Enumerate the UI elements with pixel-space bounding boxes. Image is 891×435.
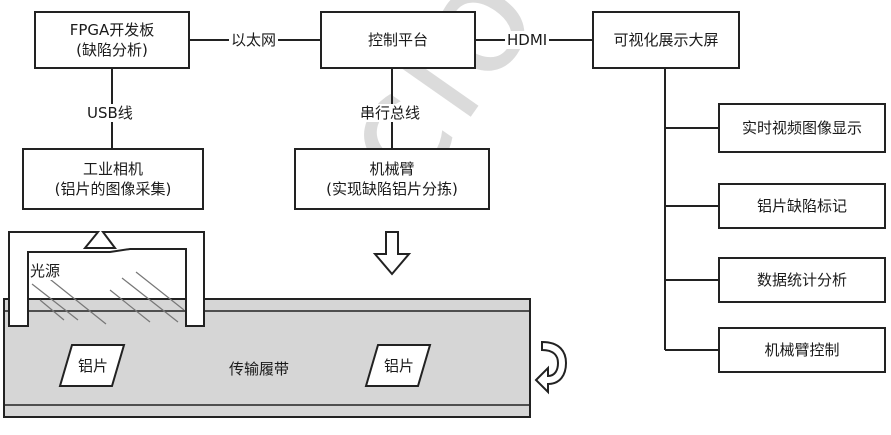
- conveyor-label: 传输履带: [229, 360, 290, 378]
- feature-box-statistics: 数据统计分析: [718, 257, 886, 303]
- arm-subtitle: (实现缺陷铝片分拣): [326, 180, 458, 198]
- display-screen-box: 可视化展示大屏: [592, 11, 740, 69]
- aluminum-piece-right: [364, 344, 432, 387]
- feature-box-arm-control: 机械臂控制: [718, 327, 886, 373]
- control-platform-box: 控制平台: [320, 11, 476, 69]
- robot-arm-box: 机械臂 (实现缺陷铝片分拣): [294, 148, 490, 210]
- edge-label-hdmi: HDMI: [505, 31, 550, 49]
- edge-label-serial: 串行总线: [358, 104, 423, 122]
- light-source-label: 光源: [30, 262, 61, 280]
- camera-subtitle: (铝片的图像采集): [54, 180, 172, 198]
- feature-label: 机械臂控制: [764, 341, 840, 359]
- return-arrow-icon: [534, 340, 568, 395]
- aluminum-piece-left-label: 铝片: [78, 357, 109, 375]
- feature-box-defect-mark: 铝片缺陷标记: [718, 183, 886, 229]
- display-title: 可视化展示大屏: [613, 31, 719, 49]
- industrial-camera-box: 工业相机 (铝片的图像采集): [22, 148, 204, 210]
- arm-title: 机械臂: [369, 160, 415, 178]
- fpga-title: FPGA开发板: [69, 21, 155, 39]
- feature-label: 实时视频图像显示: [741, 119, 862, 137]
- aluminum-piece-right-label: 铝片: [384, 357, 415, 375]
- feature-box-video: 实时视频图像显示: [718, 103, 886, 153]
- camera-title: 工业相机: [82, 160, 143, 178]
- aluminum-piece-left: [58, 344, 126, 387]
- feature-label: 铝片缺陷标记: [756, 197, 847, 215]
- feature-label: 数据统计分析: [756, 271, 847, 289]
- edge-label-ethernet: 以太网: [229, 31, 279, 49]
- edge-label-usb: USB线: [85, 104, 135, 122]
- camera-housing: [8, 231, 205, 327]
- fpga-subtitle: (缺陷分析): [76, 41, 148, 59]
- down-arrow-icon: [372, 231, 412, 276]
- fpga-board-box: FPGA开发板 (缺陷分析): [34, 11, 190, 69]
- control-title: 控制平台: [367, 31, 428, 49]
